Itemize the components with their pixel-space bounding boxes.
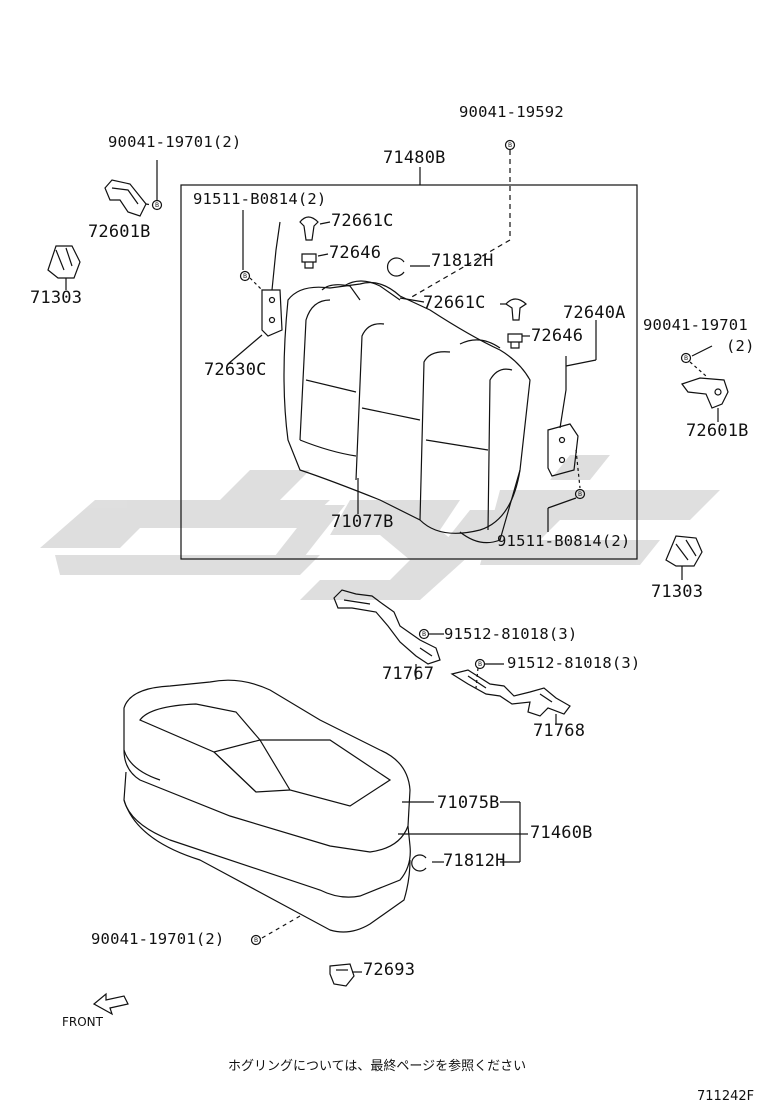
label-91512-81018-b: 91512-81018(3) (507, 654, 641, 672)
label-90041-19592: 90041-19592 (459, 103, 564, 121)
figure-code: 711242F (697, 1089, 755, 1104)
label-72661c-top: 72661C (331, 211, 394, 231)
label-71480b: 71480B (383, 148, 446, 168)
bracket-72601b-right (681, 377, 729, 409)
bolt-icon (239, 270, 251, 282)
svg-text:B: B (508, 142, 512, 149)
label-72646-right: 72646 (531, 326, 584, 346)
label-71303-left: 71303 (30, 288, 83, 308)
clip-71303-left (47, 245, 81, 279)
label-91511-b0814-left: 91511-B0814(2) (193, 190, 327, 208)
label-90041-19701-left: 90041-19701(2) (108, 133, 242, 151)
label-72601b-right: 72601B (686, 421, 749, 441)
seat-cushion-71075b (123, 679, 411, 853)
label-71812h-top: 71812H (431, 251, 494, 271)
front-arrow-icon (92, 992, 129, 1016)
svg-text:B: B (478, 661, 482, 668)
svg-text:B: B (422, 631, 426, 638)
label-72601b-left: 72601B (88, 222, 151, 242)
lock-72640a (547, 356, 579, 477)
bolt-icon (418, 628, 430, 640)
label-91512-81018-a: 91512-81018(3) (444, 625, 578, 643)
svg-text:B: B (578, 491, 582, 498)
bolt-icon (504, 139, 516, 151)
footnote: ホグリングについては、最終ページを参照ください (228, 1059, 527, 1074)
label-72693: 72693 (363, 960, 416, 980)
label-71460b: 71460B (530, 823, 593, 843)
label-71767: 71767 (382, 664, 435, 684)
label-90041-19701-right-qty: (2) (726, 337, 755, 355)
label-72640a: 72640A (563, 303, 626, 323)
label-90041-19701-right: 90041-19701 (643, 316, 748, 334)
bolt-icon (680, 352, 692, 364)
label-90041-19701-bottom: 90041-19701(2) (91, 930, 225, 948)
frame-71767 (333, 589, 441, 665)
label-71768: 71768 (533, 721, 586, 741)
svg-text:B: B (155, 202, 159, 209)
label-71303-right: 71303 (651, 582, 704, 602)
label-72661c-right: 72661C (423, 293, 486, 313)
label-72630c: 72630C (204, 360, 267, 380)
lock-72630c (261, 221, 283, 337)
seat-pad-lower (123, 771, 411, 933)
svg-text:B: B (243, 273, 247, 280)
nut-72646-icon (301, 253, 317, 269)
watermark-logo (40, 455, 720, 600)
frame-71768 (450, 669, 571, 717)
ring-71812h-icon (411, 854, 427, 872)
bolt-icon (574, 488, 586, 500)
label-71812h-bottom: 71812H (443, 851, 506, 871)
clip-72661c-icon (505, 298, 527, 321)
label-91511-b0814-right: 91511-B0814(2) (497, 532, 631, 550)
clip-71303-right (665, 535, 703, 567)
nut-72646-icon (507, 333, 523, 349)
label-front: FRONT (62, 1015, 103, 1029)
ring-71812h-icon (386, 257, 405, 277)
bolt-icon (151, 199, 163, 211)
bracket-72601b-left (104, 179, 147, 217)
bolt-icon (250, 934, 262, 946)
bolt-icon (474, 658, 486, 670)
clip-72693 (329, 963, 355, 987)
label-71075b: 71075B (437, 793, 500, 813)
label-71077b: 71077B (331, 512, 394, 532)
svg-text:B: B (254, 937, 258, 944)
label-72646-top: 72646 (329, 243, 382, 263)
svg-text:B: B (684, 355, 688, 362)
clip-72661c-icon (299, 216, 319, 241)
seatback-pad-71077b (283, 280, 531, 544)
seatback-assembly-box (180, 184, 638, 560)
